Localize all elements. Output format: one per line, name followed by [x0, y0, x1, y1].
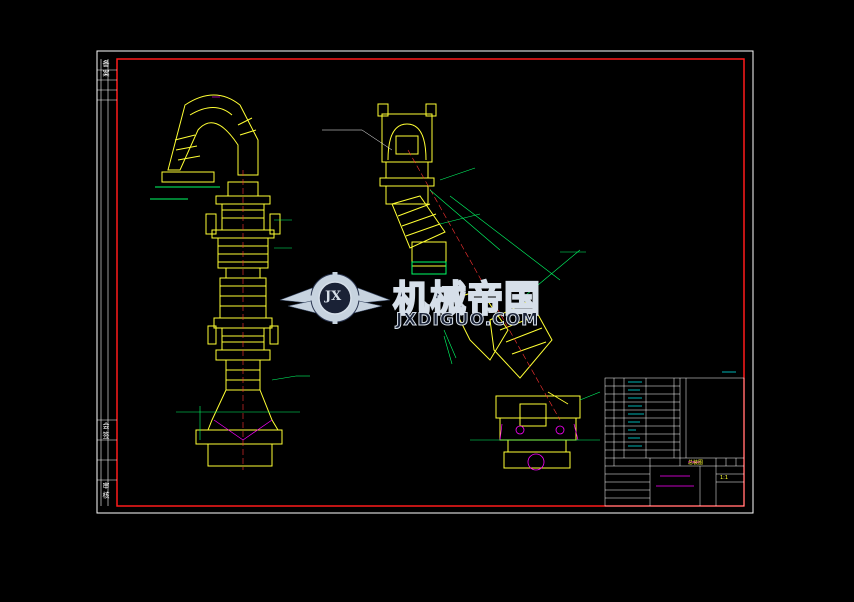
- title-block-magenta-text: [656, 461, 700, 487]
- sheet-outer-frame: [96, 50, 754, 514]
- strip-label-mid: 会 签: [102, 422, 110, 439]
- title-block-scale: 1:1: [720, 475, 729, 481]
- strip-label-top: 备 案: [102, 60, 110, 77]
- left-column-assembly: [150, 94, 310, 470]
- parts-list-entries: [628, 371, 736, 447]
- left-binding-strip: [97, 59, 117, 506]
- watermark-logo: [279, 272, 391, 324]
- title-block-drawing-no: 总装图: [688, 460, 704, 466]
- strip-label-bottom: 审 核: [102, 482, 110, 499]
- right-inclined-assembly: [322, 103, 601, 471]
- watermark-name-cn: 机械帝国: [392, 278, 542, 321]
- drawing-border: [116, 58, 745, 507]
- watermark-logo-letters: JX: [325, 289, 342, 304]
- parts-list-table: [604, 377, 745, 507]
- watermark-name-en: JXDIGUO.COM: [395, 310, 540, 331]
